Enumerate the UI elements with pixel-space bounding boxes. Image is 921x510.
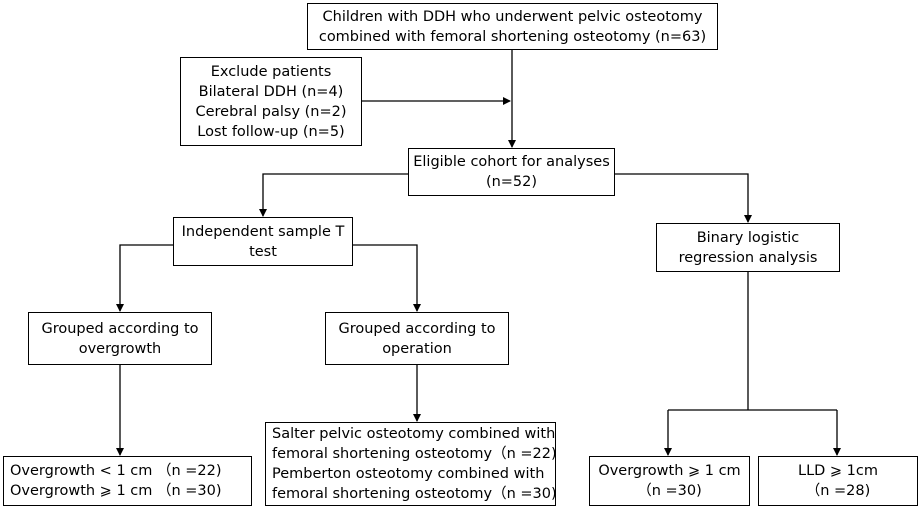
node-result-operation-groups-line-1: Salter pelvic osteotomy combined with: [272, 426, 556, 442]
node-eligible-line-2: (n=52): [485, 174, 538, 190]
node-result-lld-line-1: LLD ⩾ 1cm: [797, 463, 878, 479]
node-grp-overgrowth-line-2: overgrowth: [78, 340, 162, 357]
node-start-line-1: Children with DDH who underwent pelvic o…: [322, 8, 703, 25]
node-grp-operation: Grouped according to operation: [325, 312, 509, 365]
node-grp-overgrowth: Grouped according to overgrowth: [28, 312, 212, 365]
node-eligible: Eligible cohort for analyses (n=52): [408, 148, 615, 196]
node-eligible-line-1: Eligible cohort for analyses: [413, 154, 610, 170]
node-exclude-line-2: Bilateral DDH (n=4): [198, 83, 344, 100]
node-exclude-line-3: Cerebral palsy (n=2): [195, 103, 347, 120]
node-ttest: Independent sample T test: [173, 217, 353, 266]
edge-ttest-to-grp-operation: [353, 244, 421, 312]
node-result-operation-groups-line-3: Pemberton osteotomy combined with: [272, 466, 545, 482]
node-ttest-line-2: test: [249, 243, 277, 260]
edge-eligible-to-ttest: [259, 173, 408, 217]
node-result-overgrowth-logit-line-2: （n =30): [637, 483, 702, 499]
node-exclude-line-1: Exclude patients: [210, 63, 332, 80]
node-start-line-2: combined with femoral shortening osteoto…: [318, 28, 707, 45]
node-logistic-line-2: regression analysis: [678, 249, 818, 266]
node-result-overgrowth-groups: Overgrowth < 1 cm （n =22) Overgrowth ⩾ 1…: [3, 456, 252, 506]
node-result-overgrowth-logit-line-1: Overgrowth ⩾ 1 cm: [598, 463, 741, 479]
node-logistic: Binary logistic regression analysis: [656, 223, 840, 272]
node-result-operation-groups-line-4: femoral shortening osteotomy（n =30): [272, 486, 557, 502]
edge-ttest-to-grp-overgrowth: [116, 244, 173, 312]
node-result-lld: LLD ⩾ 1cm （n =28): [758, 456, 918, 506]
edge-eligible-to-logistic: [615, 173, 752, 223]
node-grp-operation-line-2: operation: [382, 340, 452, 357]
node-grp-overgrowth-line-1: Grouped according to: [41, 320, 199, 337]
node-ttest-line-1: Independent sample T: [181, 223, 345, 240]
node-grp-operation-line-1: Grouped according to: [338, 320, 496, 337]
node-result-overgrowth-logit: Overgrowth ⩾ 1 cm （n =30): [589, 456, 750, 506]
node-logistic-line-1: Binary logistic: [696, 229, 800, 246]
node-result-overgrowth-groups-line-1: Overgrowth < 1 cm （n =22): [10, 463, 222, 479]
node-result-operation-groups-line-2: femoral shortening osteotomy（n =22): [272, 446, 557, 462]
node-result-lld-line-2: （n =28): [805, 483, 871, 499]
node-result-overgrowth-groups-line-2: Overgrowth ⩾ 1 cm （n =30): [10, 483, 222, 499]
node-result-operation-groups: Salter pelvic osteotomy combined with fe…: [265, 422, 557, 506]
node-exclude-line-4: Lost follow-up (n=5): [197, 123, 345, 140]
node-start: Children with DDH who underwent pelvic o…: [307, 3, 718, 50]
node-exclude: Exclude patients Bilateral DDH (n=4) Cer…: [180, 57, 362, 146]
